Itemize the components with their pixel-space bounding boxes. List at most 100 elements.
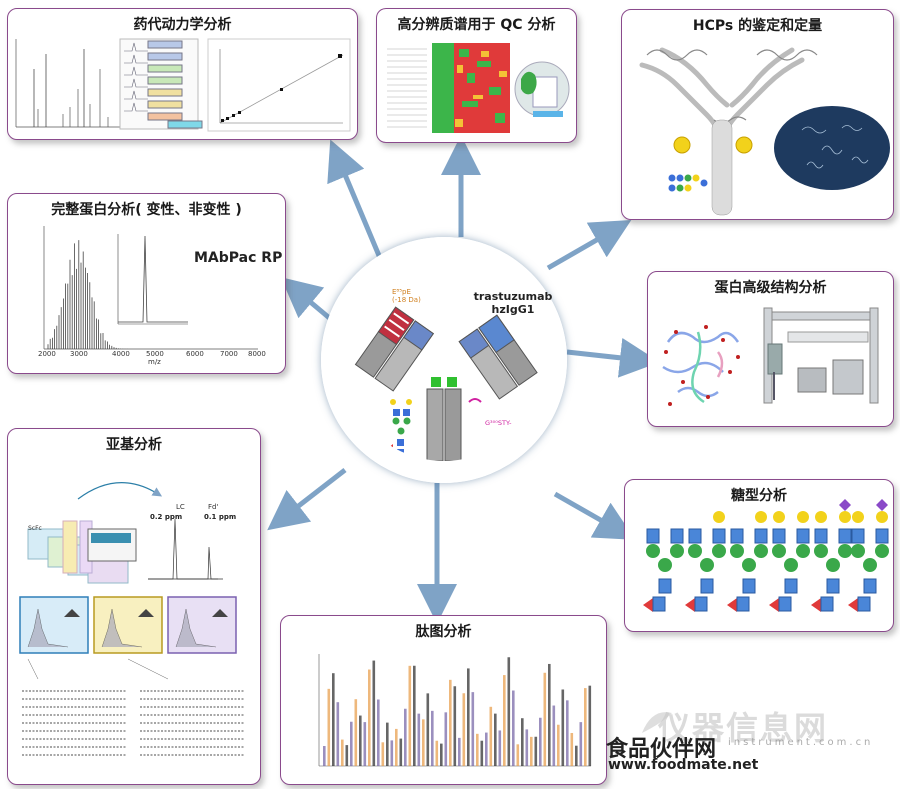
peptide-peak — [584, 688, 587, 766]
peptide-peak — [485, 732, 488, 766]
peptide-peak — [543, 672, 547, 766]
peptide-peak — [390, 740, 394, 766]
arrow-subunit — [267, 468, 347, 531]
peptide-peak — [476, 733, 479, 766]
svg-text:4000: 4000 — [112, 350, 130, 358]
peptide-peak — [534, 736, 538, 766]
peptide-peak — [525, 729, 529, 766]
peptide-peak — [426, 693, 430, 766]
panel-hcp: HCPs 的鉴定和定量 — [621, 9, 894, 220]
peptide-peak — [579, 722, 583, 766]
svg-text:3000: 3000 — [70, 350, 88, 358]
peptide-peak — [453, 686, 457, 766]
watermark-url2: www.foodmate.net — [608, 757, 759, 773]
peptide-peak — [489, 706, 493, 766]
peptide-peak — [503, 675, 506, 766]
peptide-peak — [372, 660, 376, 766]
svg-text:8000: 8000 — [248, 350, 266, 358]
peptide-peak — [588, 685, 592, 766]
peptide-peak — [494, 713, 497, 766]
panel-title: 高分辨质谱用于 QC 分析 — [397, 17, 556, 33]
peptide-peak — [336, 702, 340, 766]
peptide-peak — [413, 665, 416, 766]
peptide-peak — [386, 722, 389, 766]
glycan-structures — [643, 499, 889, 612]
panel-title: 蛋白高级结构分析 — [714, 280, 827, 296]
panel-title: HCPs 的鉴定和定量 — [692, 18, 823, 34]
fd-label: Fd' — [208, 503, 219, 511]
antibody-name-line2: hzIgG1 — [491, 303, 535, 316]
peptide-peak — [440, 743, 443, 766]
peptide-peak — [449, 679, 452, 766]
peptide-peak — [381, 742, 385, 766]
arrow-glycan — [553, 491, 636, 540]
peptide-peak — [561, 689, 565, 766]
peptide-peak — [363, 722, 367, 766]
arrow-hos — [566, 337, 660, 378]
panel-title: 完整蛋白分析( 变性、非变性 ) — [51, 202, 242, 218]
panel-higher-order-structure: 蛋白高级结构分析 — [647, 271, 894, 427]
watermark-sub-cn: 食品伙伴网 — [606, 737, 717, 762]
peptide-peak — [575, 745, 578, 766]
glycan-structure — [848, 499, 889, 612]
peptide-peak — [458, 737, 461, 766]
lc-ppm-label: 0.2 ppm — [150, 513, 183, 521]
antibody-name: trastuzumab hzIgG1 — [468, 290, 558, 316]
left-modification-tag: E⁸⁵pE (-18 Da) — [392, 288, 421, 304]
arrow-pk — [327, 139, 383, 259]
peptide-chromatogram — [318, 654, 592, 767]
watermark-cn: 仪器信息网 — [658, 709, 829, 747]
right-modification-tag: G³⁰⁰STY- — [485, 419, 512, 427]
glycan-structure — [769, 511, 810, 612]
peptide-peak — [395, 728, 398, 766]
hcp-antibody-graphic — [639, 47, 890, 216]
peptide-peak — [548, 663, 551, 766]
peptide-peak — [552, 705, 556, 766]
peptide-peak — [521, 718, 524, 766]
glycan-structure — [643, 528, 684, 612]
panel-title: 糖型分析 — [731, 488, 787, 504]
peptide-peak — [350, 721, 353, 766]
peptide-peak — [539, 717, 542, 766]
arrow-hcp — [546, 220, 632, 271]
peptide-peak — [516, 744, 520, 766]
peptide-peak — [359, 715, 362, 766]
peptide-peak — [566, 700, 569, 766]
peptide-peak — [417, 713, 421, 766]
x-axis-label: m/z — [148, 358, 161, 366]
peptide-peak — [431, 710, 434, 766]
peptide-peak — [399, 738, 403, 766]
center-antibody — [343, 259, 545, 461]
fd-ppm-label: 0.1 ppm — [204, 513, 237, 521]
panel-glycan: 糖型分析 — [624, 479, 894, 632]
svg-text:7000: 7000 — [220, 350, 238, 358]
svg-text:5000: 5000 — [146, 350, 164, 358]
glycan-structure — [811, 499, 852, 612]
peptide-peak — [444, 712, 448, 766]
watermark-logo-icon — [642, 712, 672, 733]
peptide-peak — [570, 732, 574, 766]
peptide-peak — [422, 719, 425, 766]
peptide-peak — [462, 693, 466, 766]
peptide-peak — [512, 690, 515, 766]
peptide-peak — [368, 669, 371, 766]
peptide-peak — [507, 657, 511, 766]
peptide-peak — [323, 746, 326, 766]
peptide-peak — [345, 745, 349, 766]
panel-title: 亚基分析 — [106, 437, 162, 453]
antibody-diagram — [354, 306, 538, 461]
peptide-peak — [354, 699, 358, 766]
panel-title: 肽图分析 — [415, 624, 472, 640]
peptide-peak — [467, 668, 470, 766]
peptide-peak — [332, 673, 335, 766]
panel-subunit: 亚基分析 — [7, 428, 261, 785]
peptide-peak — [408, 665, 412, 766]
hrms-heatmap — [387, 43, 570, 133]
watermark: 仪器信息网 instrument.com.cn 食品伙伴网 www.foodma… — [592, 703, 892, 783]
peptide-peak — [471, 692, 475, 766]
panel-hrms-qc: 高分辨质谱用于 QC 分析 — [376, 8, 577, 143]
peptide-peak — [530, 736, 533, 766]
lc-label: LC — [176, 503, 185, 511]
arrow-intact — [280, 277, 335, 323]
